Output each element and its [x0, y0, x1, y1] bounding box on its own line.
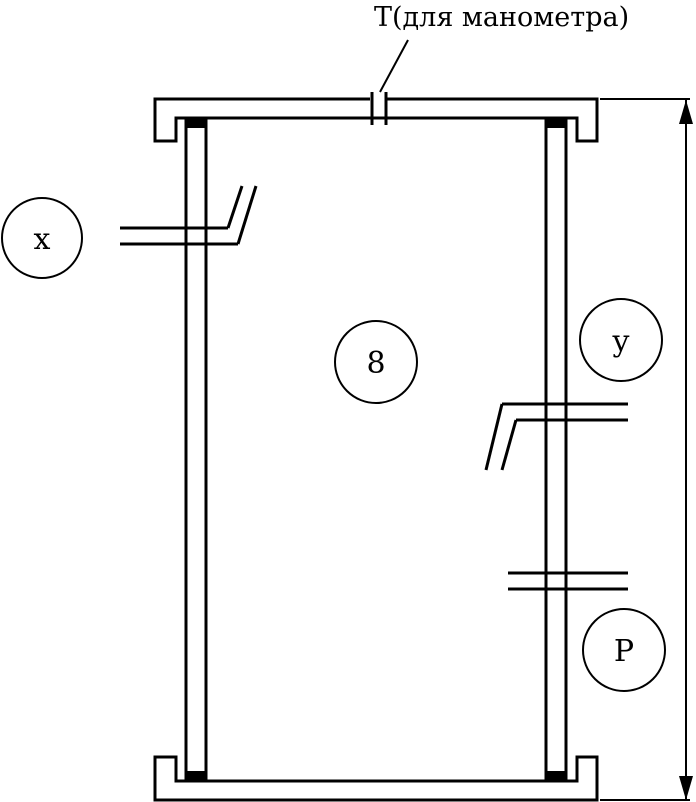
top-fitting-label: T(для манометра) — [374, 2, 629, 33]
arrow-down-icon — [679, 776, 693, 800]
inlet-pipe — [120, 185, 258, 246]
outlet-lower-label: P — [614, 634, 634, 669]
left-wall — [184, 118, 208, 781]
chamber-label: 8 — [366, 346, 385, 381]
outlet-upper-marker: y — [579, 298, 663, 382]
height-dimension — [600, 98, 693, 801]
chamber-marker: 8 — [334, 320, 418, 404]
right-wall — [544, 118, 568, 781]
inlet-marker: x — [1, 197, 83, 279]
outlet-pipe-upper — [484, 402, 628, 471]
inlet-label: x — [34, 222, 51, 257]
outlet-upper-label: y — [612, 324, 630, 359]
outlet-pipe-lower — [508, 571, 628, 591]
bottom-flange — [153, 755, 599, 802]
outlet-lower-marker: P — [582, 608, 666, 692]
manometer-port — [370, 39, 409, 125]
top-flange — [153, 97, 599, 143]
arrow-up-icon — [679, 100, 693, 124]
